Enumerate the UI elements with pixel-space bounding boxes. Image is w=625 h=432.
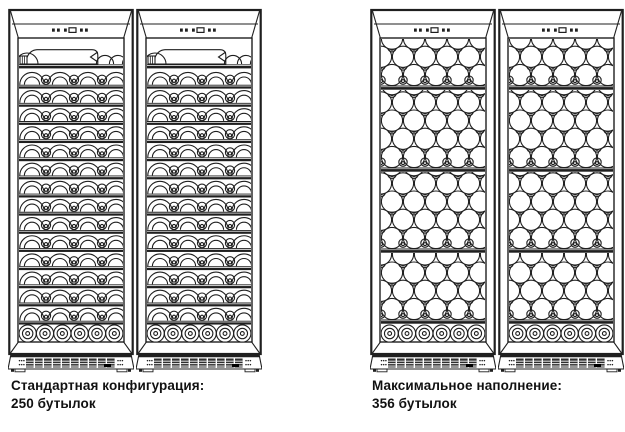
wine-shelf-row [19, 108, 123, 122]
cabinet-standard-left [8, 8, 134, 373]
wine-shelf-row [19, 144, 123, 158]
wine-shelf-row [19, 307, 123, 321]
bulk-compartment [381, 172, 485, 249]
caption-maximum-line2: 356 бутылок [372, 396, 457, 411]
control-panel [180, 27, 216, 33]
vent-grille [498, 353, 624, 373]
wine-shelf-row [19, 162, 123, 176]
wine-shelf-row [19, 235, 123, 249]
wine-shelf-row [147, 217, 251, 231]
caption-standard: Стандартная конфигурация: 250 бутылок [11, 377, 204, 413]
control-panel [414, 27, 450, 33]
top-shelf-bottles [147, 49, 251, 65]
bulk-compartment [381, 253, 485, 320]
vent-grille [370, 353, 496, 373]
caption-maximum-line1: Максимальное наполнение: [372, 378, 562, 393]
control-panel [52, 27, 88, 33]
wine-shelf-row [19, 271, 123, 285]
cabinet-maximum-left [370, 8, 496, 373]
wine-shelf-row [19, 289, 123, 303]
vent-grille [8, 353, 134, 373]
bottom-bottle-row [509, 324, 613, 342]
wine-shelf-row [147, 180, 251, 194]
cabinet-maximum-right [498, 8, 624, 373]
bottom-bottle-row [381, 324, 485, 342]
caption-maximum: Максимальное наполнение: 356 бутылок [372, 377, 562, 413]
cabinet-standard-right [136, 8, 262, 373]
top-shelf-bottles [19, 49, 123, 65]
wine-shelf-row [147, 198, 251, 212]
wine-shelf-row [147, 144, 251, 158]
wine-shelf-row [147, 71, 251, 85]
wine-shelf-row [147, 126, 251, 140]
wine-shelf-row [19, 126, 123, 140]
wine-shelf-row [147, 235, 251, 249]
wine-shelf-row [19, 90, 123, 104]
bulk-compartment [381, 39, 485, 86]
wine-shelf-row [19, 217, 123, 231]
wine-shelf-row [147, 289, 251, 303]
bulk-compartment [509, 253, 613, 320]
control-panel [542, 27, 578, 33]
wine-shelf-row [19, 180, 123, 194]
wine-shelf-row [147, 90, 251, 104]
wine-shelf-row [147, 307, 251, 321]
wine-shelf-row [147, 108, 251, 122]
bulk-compartment [381, 90, 485, 168]
wine-shelf-row [147, 253, 251, 267]
bulk-compartment [509, 172, 613, 249]
wine-shelf-row [19, 198, 123, 212]
door-frame [136, 8, 262, 356]
bottom-bottle-row [19, 324, 123, 342]
wine-shelf-row [147, 271, 251, 285]
bulk-compartment [509, 90, 613, 168]
vent-grille [136, 353, 262, 373]
wine-shelf-row [147, 162, 251, 176]
bulk-compartment [509, 39, 613, 86]
wine-shelf-row [19, 253, 123, 267]
wine-shelf-row [19, 71, 123, 85]
caption-standard-line1: Стандартная конфигурация: [11, 378, 205, 393]
caption-standard-line2: 250 бутылок [11, 396, 96, 411]
bottom-bottle-row [147, 324, 251, 342]
